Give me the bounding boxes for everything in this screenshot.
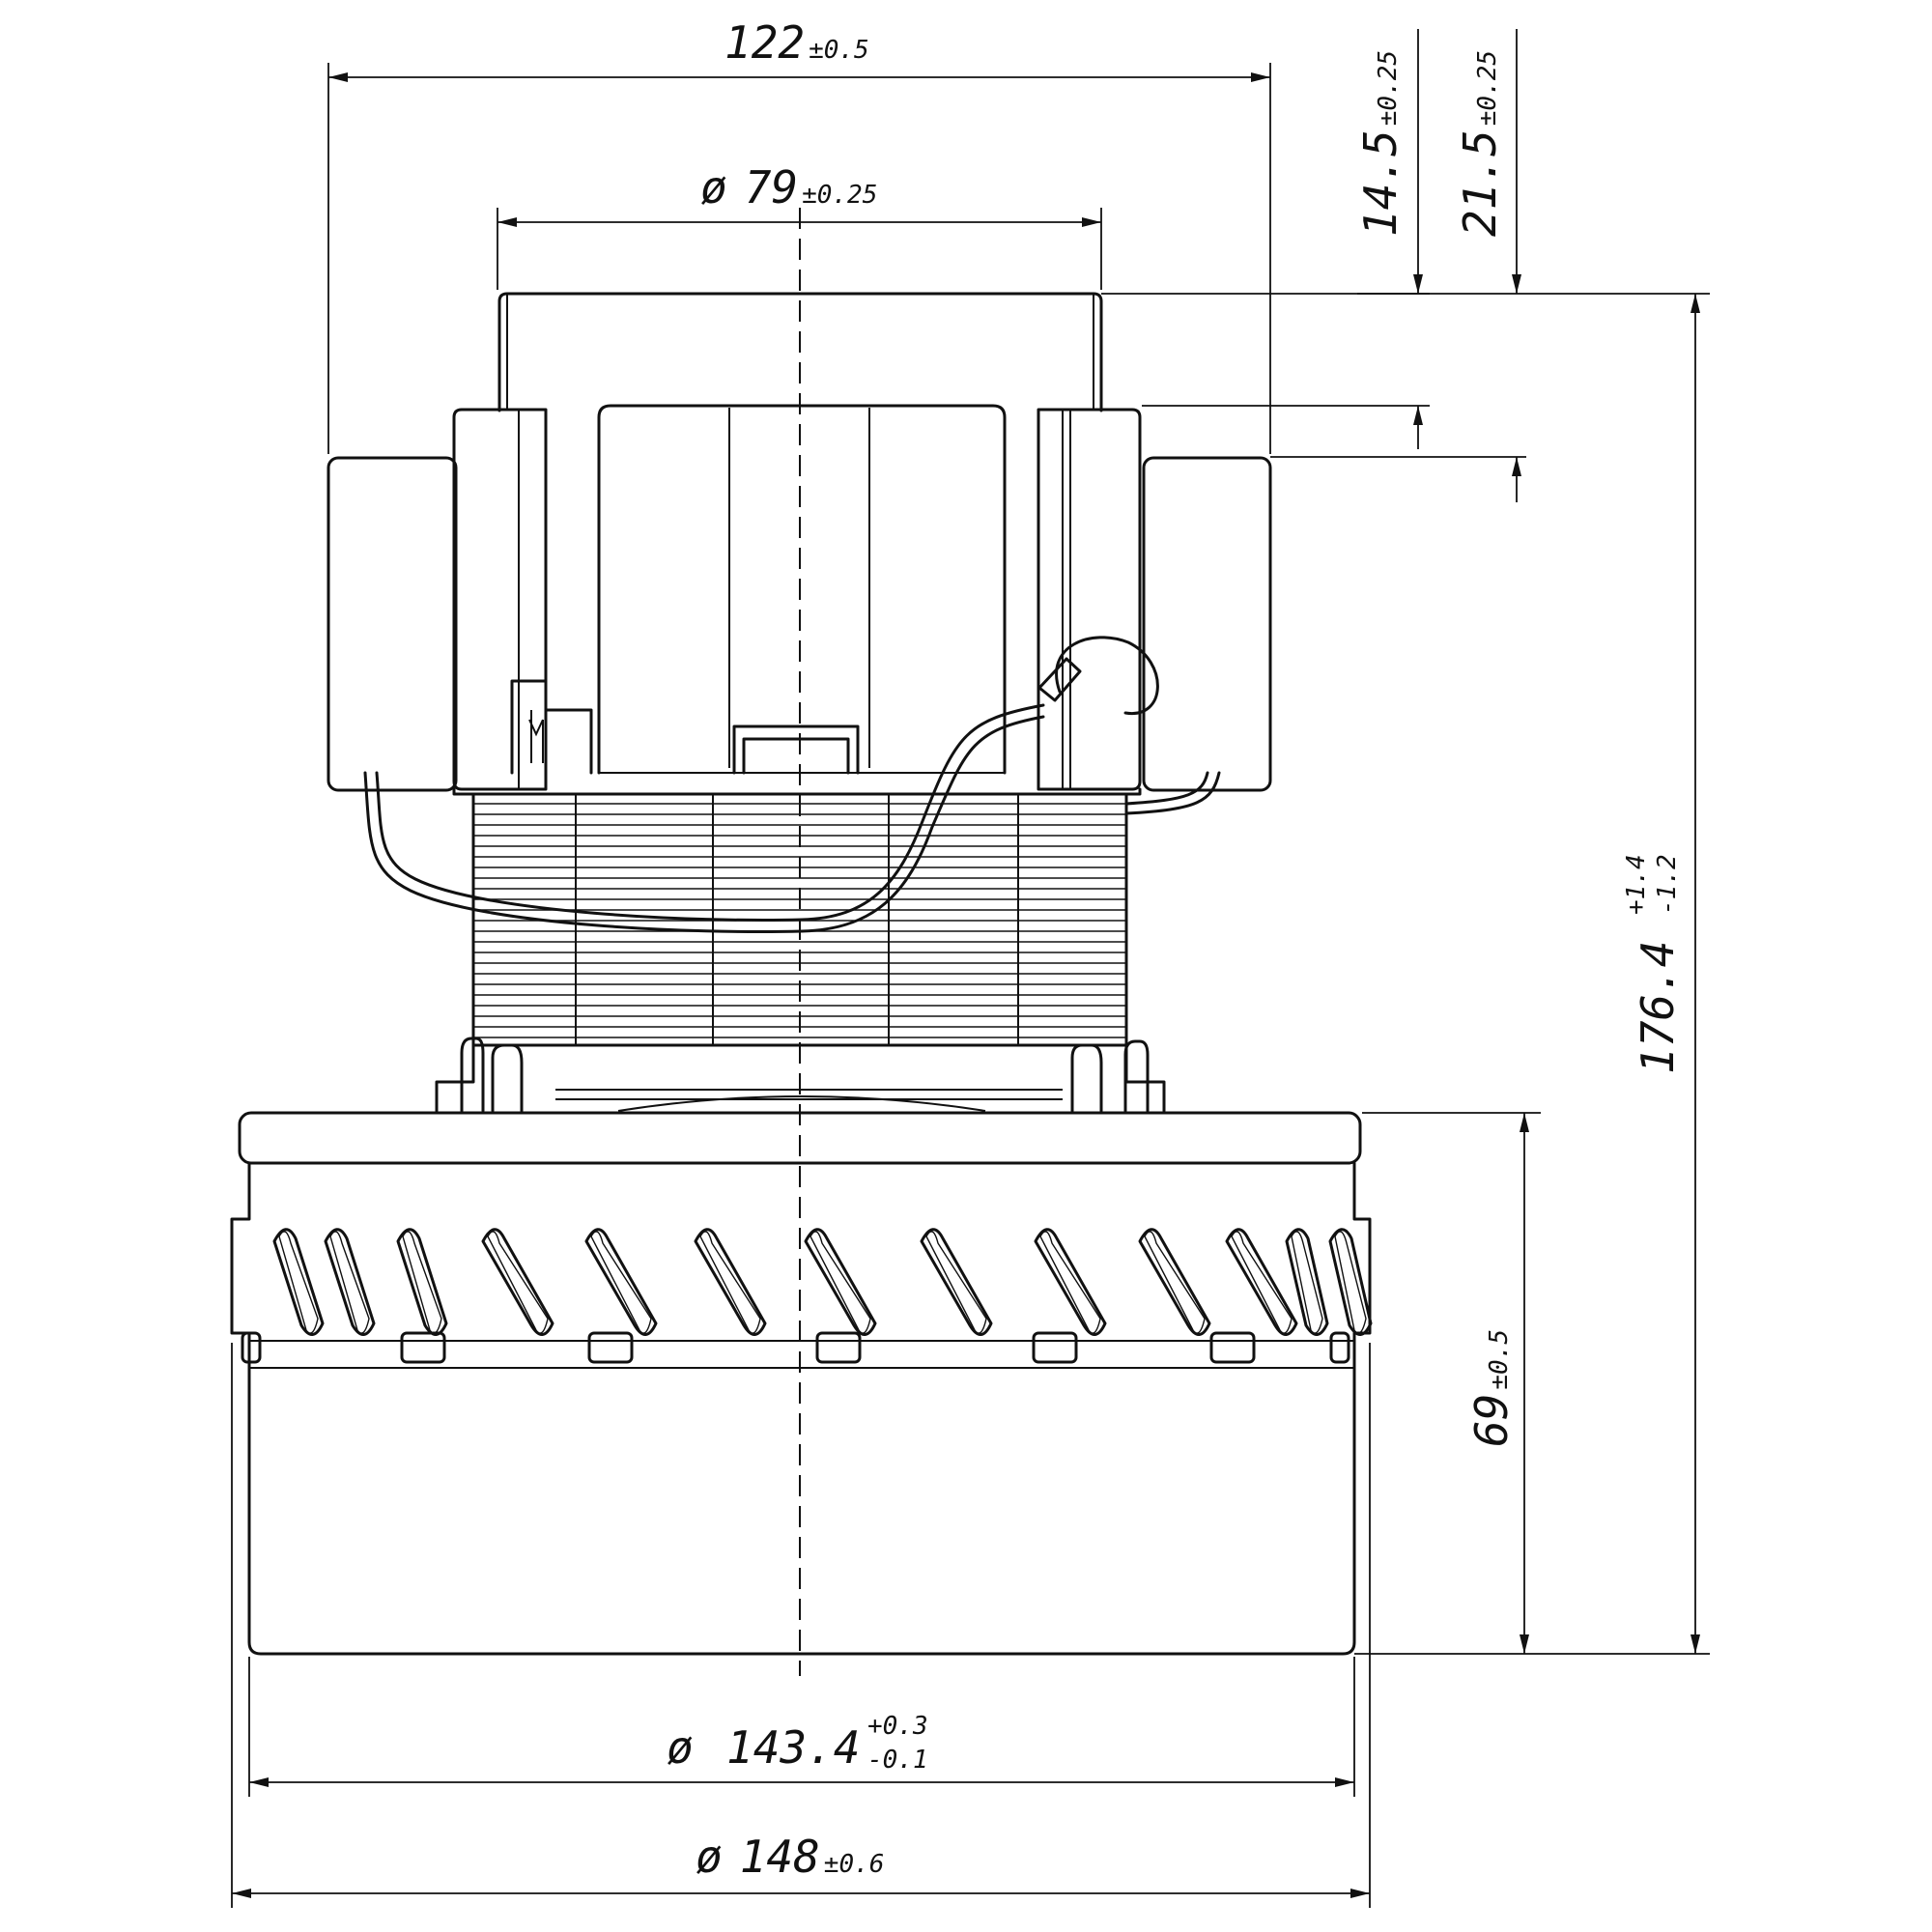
left-posts [460,1037,524,1113]
svg-text:+0.3: +0.3 [867,1712,928,1741]
svg-text:+1.4: +1.4 [1622,854,1651,915]
motor-outline [230,292,1373,1656]
dim-fan-housing-height: 69±0.5 [1465,1329,1518,1447]
vent-slot [1285,1228,1329,1336]
housing-clip [1032,1331,1078,1364]
svg-text:ø: ø [667,1721,694,1774]
top-cap [497,292,1103,412]
svg-text:-0.1: -0.1 [867,1746,928,1775]
housing-clip [587,1331,634,1364]
wire-loop [1055,636,1159,715]
wire-main [375,703,1045,922]
center-connector [732,724,860,775]
right-posts [1070,1039,1150,1113]
vent-slot [1138,1228,1211,1336]
vent-slot [1034,1228,1107,1336]
left-bracket [327,456,458,792]
housing-clips [241,1331,1350,1364]
dim-housing-inner-diameter: ø 143.4 +0.3 -0.1 [667,1712,928,1775]
housing-clip [1209,1331,1256,1364]
brush-housing [597,404,1007,775]
wire-terminal [1037,657,1082,702]
right-pillar [1037,408,1142,791]
vent-slot [481,1228,554,1336]
vent-slot [1225,1228,1298,1336]
housing-clip [815,1331,862,1364]
wire-tail [1124,771,1221,815]
vent-slots [272,1228,1373,1336]
vent-slot [584,1228,658,1336]
vent-slot [324,1228,376,1336]
right-bracket [1142,456,1272,792]
vent-slot [804,1228,877,1336]
svg-text:143.4: 143.4 [726,1721,860,1774]
left-pillar [452,408,548,791]
svg-text:176.4: 176.4 [1632,941,1684,1074]
dimension-lines [231,29,1710,1908]
vent-slot [694,1228,767,1336]
dim-cap-height: 14.5±0.25 [1354,50,1406,237]
vent-slot [920,1228,993,1336]
left-terminal [510,679,593,775]
vent-slot [1328,1228,1373,1336]
housing-clip [400,1331,446,1364]
dim-bracket-height: 21.5±0.25 [1454,50,1506,237]
svg-text:-1.2: -1.2 [1653,854,1682,915]
dim-overall-height: 176.4 +1.4 -1.2 [1622,854,1684,1074]
vent-slot [396,1228,448,1336]
dim-overall-width: 122±0.5 [724,16,869,69]
vent-slot [272,1228,325,1336]
fan-housing [230,1161,1372,1656]
housing-clip [1329,1331,1350,1364]
housing-clip [241,1331,262,1364]
